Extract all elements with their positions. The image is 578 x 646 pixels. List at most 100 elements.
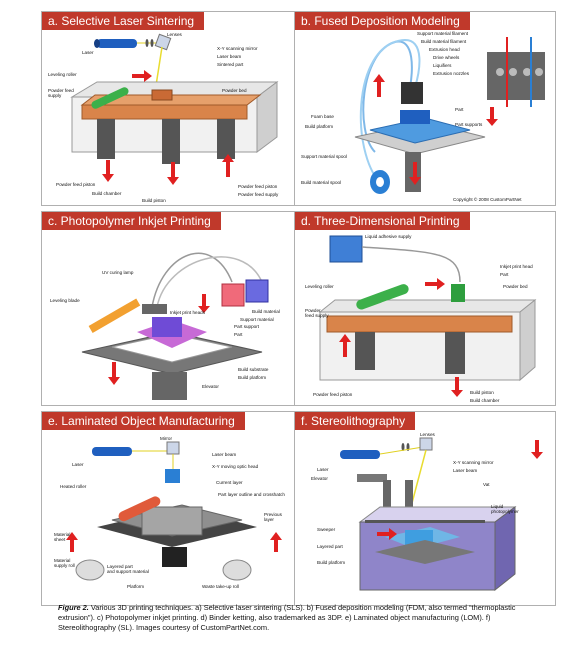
label-support-spool: Support material spool: [301, 154, 347, 159]
optic-head-icon: [165, 469, 180, 483]
fdm-illustration: [354, 37, 545, 194]
motion-arrows: [108, 294, 210, 385]
label-build-platform: Build platform: [238, 375, 267, 380]
label-inkjet-heads: Inkjet print heads: [170, 310, 205, 315]
label-powder-feed-supply-right: Powder feed supply: [238, 192, 279, 197]
sls-illustration: [70, 33, 279, 185]
panel-title-e: e. Laminated Object Manufacturing: [42, 412, 245, 430]
label-laser-beam: Laser beam: [453, 468, 478, 473]
label-previous-layer: Previous layer: [264, 512, 282, 522]
label-platform: Platform: [127, 584, 145, 589]
lenses-icon: [145, 39, 154, 47]
label-leveling-blade: Leveling blade: [50, 298, 80, 303]
label-xy-mirror: X-Y scanning mirror: [217, 46, 258, 51]
label-laser-beam: Laser beam: [212, 452, 237, 457]
label-liquifiers: Liquifiers: [433, 63, 452, 68]
figure-caption-text: Various 3D printing techniques. a) Selec…: [58, 603, 516, 632]
3dp-illustration: [318, 235, 537, 397]
sla-illustration: [340, 437, 543, 592]
scanning-mirror-icon: [154, 33, 172, 51]
label-part-supports: Part supports: [455, 122, 483, 127]
panel-fused-deposition-modeling: b. Fused Deposition Modeling: [294, 11, 556, 206]
label-leveling-roller: Leveling roller: [305, 284, 334, 289]
label-powder-feed-piston-right: Powder feed piston: [238, 184, 278, 189]
label-material-supply-roll: Material supply roll: [54, 558, 75, 568]
label-extrusion-nozzles: Extrusion nozzles: [433, 71, 470, 76]
laser-icon: [340, 450, 380, 459]
inkjet-head-icon: [451, 284, 465, 302]
material-supply-roll-icon: [75, 559, 105, 581]
label-build-material: Build material: [252, 309, 280, 314]
label-part-support: Part support: [234, 324, 260, 329]
panel-title-d: d. Three-Dimensional Printing: [295, 212, 470, 230]
label-layered-part: Layered part: [317, 544, 343, 549]
motion-arrows: [373, 74, 498, 185]
label-build-platform: Build platform: [317, 560, 346, 565]
label-elevator: Elevator: [311, 476, 328, 481]
label-laser: Laser: [317, 467, 329, 472]
elevator-shape: [357, 474, 387, 482]
waste-roll-icon: [222, 559, 252, 581]
label-heated-roller: Heated roller: [60, 484, 87, 489]
label-current-layer: Current layer: [216, 480, 243, 485]
panel-three-dimensional-printing: d. Three-Dimensional Printing Liquid adh…: [294, 211, 556, 406]
label-powder-feed-supply: Powder feed supply: [48, 88, 74, 98]
support-material-tank-icon: [221, 283, 245, 307]
label-xy-optics-head: X-Y moving optic head: [212, 464, 259, 469]
scanning-mirror-icon: [419, 437, 433, 451]
motion-arrows: [66, 532, 282, 552]
label-liquid-photopolymer: Liquid photopolymer: [491, 504, 519, 514]
motion-arrows: [377, 440, 543, 540]
label-build-chamber: Build chamber: [92, 191, 122, 196]
label-elevator: Elevator: [202, 384, 219, 389]
extrusion-head-inset: [487, 37, 545, 107]
heated-roller-icon: [118, 496, 161, 522]
label-powder-feed-piston: Powder feed piston: [313, 392, 353, 397]
label-inkjet-head: Inkjet print head: [500, 264, 533, 269]
label-vat: Vat: [483, 482, 490, 487]
label-build-spool: Build material spool: [301, 180, 342, 185]
label-support-material: Support material: [240, 317, 274, 322]
label-build-filament: Build material filament: [421, 39, 467, 44]
panel-laminated-object-manufacturing: e. Laminated Object Manufacturing Mirror…: [41, 411, 303, 606]
label-build-chamber: Build chamber: [470, 398, 500, 403]
label-lenses: Lenses: [167, 32, 182, 37]
label-leveling-roller: Leveling roller: [48, 72, 77, 77]
laser-icon: [92, 447, 132, 456]
label-foam-base: Foam base: [311, 114, 334, 119]
label-uv-lamp: UV curing lamp: [102, 270, 134, 275]
label-powder-bed: Powder bed: [503, 284, 528, 289]
label-build-piston: Build piston: [470, 390, 494, 395]
label-lenses: Lenses: [420, 432, 435, 437]
part-shape: [152, 317, 182, 337]
mirror-icon: [166, 441, 180, 455]
label-extrusion-head: Extrusion head: [429, 47, 460, 52]
panel-stereolithography: f. Stereolithography Lenses Laser X-Y sc…: [294, 411, 556, 606]
label-mirror: Mirror: [160, 436, 172, 441]
label-outline-crosshatch: Part layer outline and crosshatch: [218, 492, 285, 497]
label-laser: Laser: [72, 462, 84, 467]
label-layered-part: Layered part and support material: [107, 564, 149, 574]
label-part: Part: [234, 332, 243, 337]
powder-bed-shape: [326, 315, 513, 333]
panel-title-a: a. Selective Laser Sintering: [42, 12, 205, 30]
build-material-tank-icon: [245, 279, 269, 303]
label-adhesive-supply: Liquid adhesive supply: [365, 234, 412, 239]
label-build-piston: Build piston: [142, 198, 166, 203]
adhesive-supply-icon: [329, 235, 363, 263]
panel-title-c: c. Photopolymer Inkjet Printing: [42, 212, 221, 230]
label-laser: Laser: [82, 50, 94, 55]
lom-illustration: [66, 441, 282, 581]
elevator-shape: [152, 372, 187, 400]
leveling-roller-icon: [91, 87, 129, 109]
panel-title-b: b. Fused Deposition Modeling: [295, 12, 470, 30]
label-part: Part: [500, 272, 509, 277]
panel-selective-laser-sintering: a. Selective Laser Sintering: [41, 11, 303, 206]
laser-icon: [94, 39, 137, 48]
panel-title-f: f. Stereolithography: [295, 412, 416, 430]
label-powder-bed: Powder bed: [222, 88, 247, 93]
extrusion-head-icon: [401, 82, 423, 104]
label-support-filament: Support material filament: [417, 31, 469, 36]
sweeper-icon: [365, 520, 485, 523]
leveling-blade-icon: [88, 298, 141, 333]
